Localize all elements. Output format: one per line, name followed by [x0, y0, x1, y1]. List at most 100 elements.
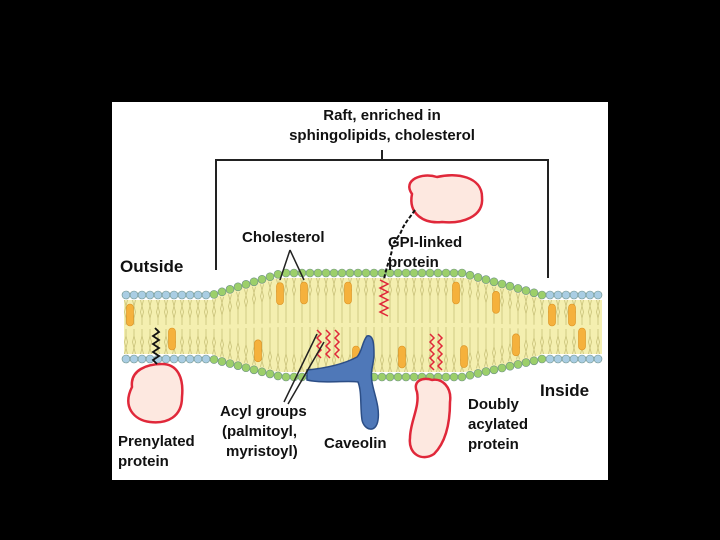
- lipid-headgroup: [441, 372, 451, 382]
- lipid-tail: [476, 282, 480, 369]
- lipid-headgroup: [329, 268, 339, 278]
- inside-label: Inside: [540, 381, 589, 400]
- lipid-headgroup: [193, 354, 203, 364]
- lipid-headgroup: [281, 372, 291, 382]
- caveolin-shape: [306, 335, 380, 430]
- lipid-headgroup: [545, 290, 555, 300]
- lipid-headgroup: [441, 268, 451, 278]
- lipid-tail: [236, 291, 240, 361]
- acyl-anchors: [428, 333, 444, 371]
- cholesterol-molecule: [512, 333, 520, 357]
- doubly-label-line3: protein: [468, 436, 519, 453]
- lipid-headgroup: [225, 359, 235, 368]
- lipid-headgroup: [249, 365, 259, 375]
- lipid-headgroup: [585, 290, 595, 300]
- lipid-headgroup: [169, 290, 179, 300]
- lipid-tail: [292, 277, 296, 373]
- lipid-tail: [204, 299, 208, 355]
- lipid-headgroup: [593, 290, 603, 300]
- lipid-tail: [156, 299, 160, 355]
- lipid-tail: [220, 296, 224, 357]
- lipid-headgroup: [209, 290, 219, 299]
- bilayer-band: [124, 278, 602, 372]
- lipid-headgroup: [481, 367, 491, 376]
- lipid-tail: [436, 277, 440, 373]
- acyl-label-line1: Acyl groups: [220, 403, 307, 420]
- lipid-tail: [212, 299, 216, 355]
- acyl-label-line2: (palmitoyl,: [222, 423, 297, 440]
- lipid-headgroup: [489, 277, 499, 287]
- lipid-tail: [308, 277, 312, 373]
- lipid-tail: [460, 277, 464, 373]
- cholesterol-molecule: [276, 282, 284, 305]
- lipid-tail: [580, 299, 584, 355]
- lipid-headgroup: [137, 354, 147, 364]
- lipid-tail: [388, 277, 392, 373]
- lipid-headgroup: [121, 290, 131, 300]
- cholesterol-molecule: [126, 303, 134, 327]
- cholesterol-molecule: [578, 327, 586, 351]
- lipid-tail: [412, 277, 416, 373]
- lipid-tail: [596, 299, 600, 355]
- lipid-tail: [340, 277, 344, 373]
- cholesterol-leaders: [279, 249, 305, 281]
- lipid-headgroup: [265, 369, 275, 379]
- lipid-headgroup: [401, 372, 411, 382]
- lipid-raft-diagram: Raft, enriched in sphingolipids, cholest…: [118, 107, 603, 470]
- lipid-headgroup: [257, 274, 267, 284]
- cholesterol-molecule: [460, 345, 468, 368]
- gpi-protein-shape: [408, 173, 484, 224]
- lipid-headgroup: [593, 354, 603, 364]
- lipid-headgroup: [185, 290, 195, 300]
- lipid-tail: [180, 299, 184, 355]
- lipid-headgroup: [561, 290, 571, 300]
- gpi-label-line2: protein: [388, 254, 439, 271]
- prenylated-label-line1: Prenylated: [118, 433, 195, 450]
- lipid-headgroup: [361, 268, 371, 278]
- prenyl-chain: [151, 327, 161, 365]
- lipid-headgroup: [153, 290, 163, 300]
- lipid-tail: [508, 291, 512, 362]
- caveolin-label: Caveolin: [324, 435, 387, 452]
- lipid-headgroup: [553, 290, 563, 300]
- lipid-tail: [500, 288, 504, 364]
- lipid-headgroup: [529, 356, 539, 366]
- lipid-tails: [124, 277, 600, 373]
- lipid-headgroup: [233, 361, 243, 370]
- cholesterol-molecule: [344, 281, 352, 305]
- doubly-label-line1: Doubly: [468, 396, 519, 413]
- lipid-tail: [532, 297, 536, 356]
- lipid-headgroup: [177, 290, 187, 300]
- prenylated-protein-shape: [127, 362, 184, 424]
- raft-label-line1: Raft, enriched in: [323, 107, 441, 124]
- lipid-headgroup: [241, 280, 251, 289]
- lipid-headgroup: [497, 279, 507, 289]
- lipid-headgroup: [513, 284, 523, 293]
- acyl-leaders: [283, 333, 325, 405]
- raft-bracket: [215, 150, 549, 278]
- lipid-tail: [516, 293, 520, 360]
- lipid-headgroup: [385, 372, 395, 382]
- lipid-headgroup: [521, 358, 531, 367]
- lipid-headgroup: [337, 268, 347, 278]
- lipid-headgroup: [585, 354, 595, 364]
- lipid-tail: [484, 284, 488, 367]
- lipid-headgroup: [129, 290, 139, 300]
- lipid-headgroup: [497, 363, 507, 373]
- lipid-tail: [420, 277, 424, 373]
- lipid-tail: [164, 299, 168, 355]
- lipid-headgroup: [577, 290, 587, 300]
- lipid-headgroup: [201, 290, 211, 300]
- lipid-tail: [588, 299, 592, 355]
- gpi-anchor: [378, 279, 390, 317]
- lipid-headgroup: [489, 365, 499, 375]
- lipid-headgroup: [217, 357, 227, 366]
- lipid-headgroup: [321, 268, 331, 278]
- lipid-tail: [252, 286, 256, 365]
- lipid-headgroup: [449, 268, 459, 278]
- lipid-headgroup: [465, 370, 475, 380]
- outside-label: Outside: [120, 257, 183, 276]
- lipid-headgroup: [561, 354, 571, 364]
- lipid-headgroup: [209, 355, 219, 364]
- lipid-headgroup: [273, 371, 283, 381]
